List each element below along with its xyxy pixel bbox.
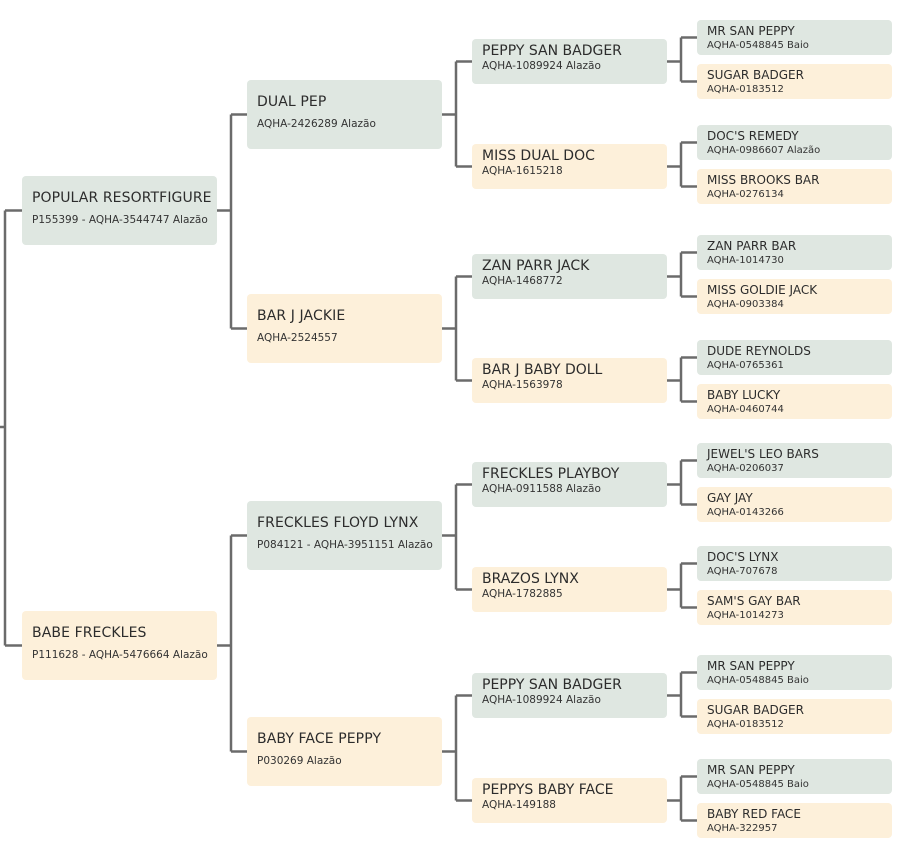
horse-name: ZAN PARR BAR (707, 239, 797, 253)
horse-registration: P111628 - AQHA-5476664 Alazão (32, 649, 208, 661)
horse-name: SUGAR BADGER (707, 68, 804, 82)
horse-name: FRECKLES PLAYBOY (482, 466, 620, 482)
horse-registration: AQHA-1563978 (482, 379, 563, 391)
horse-registration: AQHA-0986607 Alazão (707, 145, 821, 156)
horse-card-ssds[interactable]: DOC'S REMEDY AQHA-0986607 Alazão (697, 125, 892, 160)
horse-card-ss[interactable]: DUAL PEP AQHA-2426289 Alazão (247, 80, 442, 149)
horse-name: DOC'S LYNX (707, 550, 779, 564)
horse-registration: AQHA-0911588 Alazão (482, 483, 601, 495)
horse-registration: AQHA-0206037 (707, 463, 784, 474)
horse-name: BABY RED FACE (707, 807, 801, 821)
horse-card-sdsd[interactable]: MISS GOLDIE JACK AQHA-0903384 (697, 279, 892, 314)
horse-name: GAY JAY (707, 491, 753, 505)
horse-name: PEPPYS BABY FACE (482, 782, 614, 798)
horse-registration: AQHA-1089924 Alazão (482, 694, 601, 706)
horse-card-sssd[interactable]: SUGAR BADGER AQHA-0183512 (697, 64, 892, 99)
horse-card-dsdd[interactable]: SAM'S GAY BAR AQHA-1014273 (697, 590, 892, 625)
horse-card-ssdd[interactable]: MISS BROOKS BAR AQHA-0276134 (697, 169, 892, 204)
horse-name: BABY LUCKY (707, 388, 781, 402)
horse-card-ddds[interactable]: MR SAN PEPPY AQHA-0548845 Baio (697, 759, 892, 794)
horse-card-ddsd[interactable]: SUGAR BADGER AQHA-0183512 (697, 699, 892, 734)
horse-name: MISS BROOKS BAR (707, 173, 820, 187)
horse-registration: AQHA-0903384 (707, 299, 784, 310)
horse-card-d[interactable]: BABE FRECKLES P111628 - AQHA-5476664 Alaz… (22, 611, 217, 680)
horse-card-sdss[interactable]: ZAN PARR BAR AQHA-1014730 (697, 235, 892, 270)
horse-name: JEWEL'S LEO BARS (707, 447, 819, 461)
horse-name: SUGAR BADGER (707, 703, 804, 717)
horse-registration: P030269 Alazão (257, 755, 342, 767)
horse-registration: AQHA-2426289 Alazão (257, 118, 376, 130)
horse-registration: AQHA-1468772 (482, 275, 563, 287)
horse-name: BAR J BABY DOLL (482, 362, 603, 378)
horse-card-sdds[interactable]: DUDE REYNOLDS AQHA-0765361 (697, 340, 892, 375)
horse-registration: P155399 - AQHA-3544747 Alazão (32, 214, 208, 226)
horse-name: MISS GOLDIE JACK (707, 283, 818, 297)
horse-card-ds[interactable]: FRECKLES FLOYD LYNX P084121 - AQHA-395115… (247, 501, 442, 570)
horse-name: BRAZOS LYNX (482, 571, 579, 587)
horse-registration: AQHA-1615218 (482, 165, 563, 177)
horse-card-sd[interactable]: BAR J JACKIE AQHA-2524557 (247, 294, 442, 363)
horse-registration: AQHA-1014730 (707, 255, 784, 266)
horse-name: DUDE REYNOLDS (707, 344, 811, 358)
horse-name: MR SAN PEPPY (707, 24, 795, 38)
horse-card-sddd[interactable]: BABY LUCKY AQHA-0460744 (697, 384, 892, 419)
horse-name: PEPPY SAN BADGER (482, 43, 622, 59)
horse-name: MISS DUAL DOC (482, 148, 595, 164)
horse-registration: AQHA-149188 (482, 799, 556, 811)
horse-registration: AQHA-0276134 (707, 189, 784, 200)
horse-card-dd[interactable]: BABY FACE PEPPY P030269 Alazão (247, 717, 442, 786)
horse-card-ddss[interactable]: MR SAN PEPPY AQHA-0548845 Baio (697, 655, 892, 690)
horse-name: ZAN PARR JACK (482, 258, 590, 274)
horse-registration: AQHA-0143266 (707, 507, 784, 518)
horse-name: MR SAN PEPPY (707, 659, 795, 673)
horse-registration: AQHA-0548845 Baio (707, 40, 809, 51)
horse-name: DUAL PEP (257, 94, 327, 110)
horse-name: FRECKLES FLOYD LYNX (257, 515, 419, 531)
horse-name: BABY FACE PEPPY (257, 731, 382, 747)
horse-registration: AQHA-0183512 (707, 719, 784, 730)
horse-registration: AQHA-0460744 (707, 404, 784, 415)
horse-registration: AQHA-0765361 (707, 360, 784, 371)
horse-card-ssss[interactable]: MR SAN PEPPY AQHA-0548845 Baio (697, 20, 892, 55)
horse-card-dsss[interactable]: JEWEL'S LEO BARS AQHA-0206037 (697, 443, 892, 478)
horse-registration: AQHA-322957 (707, 823, 778, 834)
horse-registration: AQHA-707678 (707, 566, 778, 577)
horse-name: MR SAN PEPPY (707, 763, 795, 777)
horse-name: POPULAR RESORTFIGURE (32, 190, 212, 206)
horse-registration: AQHA-1089924 Alazão (482, 60, 601, 72)
horse-registration: AQHA-1014273 (707, 610, 784, 621)
horse-card-s[interactable]: POPULAR RESORTFIGURE P155399 - AQHA-35447… (22, 176, 217, 245)
horse-name: DOC'S REMEDY (707, 129, 799, 143)
horse-registration: AQHA-1782885 (482, 588, 563, 600)
horse-registration: AQHA-2524557 (257, 332, 338, 344)
horse-card-dssd[interactable]: GAY JAY AQHA-0143266 (697, 487, 892, 522)
horse-registration: P084121 - AQHA-3951151 Alazão (257, 539, 433, 551)
horse-registration: AQHA-0548845 Baio (707, 675, 809, 686)
horse-name: PEPPY SAN BADGER (482, 677, 622, 693)
horse-name: BAR J JACKIE (257, 308, 346, 324)
horse-registration: AQHA-0548845 Baio (707, 779, 809, 790)
horse-registration: AQHA-0183512 (707, 84, 784, 95)
horse-name: BABE FRECKLES (32, 625, 147, 641)
horse-card-dddd[interactable]: BABY RED FACE AQHA-322957 (697, 803, 892, 838)
horse-card-dsds[interactable]: DOC'S LYNX AQHA-707678 (697, 546, 892, 581)
horse-name: SAM'S GAY BAR (707, 594, 801, 608)
